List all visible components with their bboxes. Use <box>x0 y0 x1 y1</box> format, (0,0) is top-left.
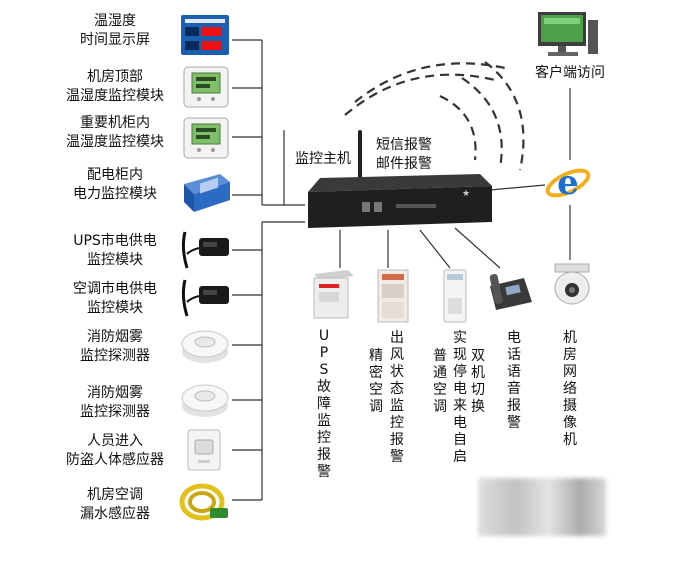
mains-sensor-icon <box>181 231 229 269</box>
water-leak-sensor-icon <box>179 483 228 521</box>
computer-icon <box>538 12 598 56</box>
left-label-2: 机房顶部温湿度监控模块 <box>66 69 164 104</box>
bottom-label-auto-restart: 实现停电来电自启 <box>453 330 467 465</box>
alerts-label: 短信报警邮件报警 <box>376 137 432 172</box>
svg-text:★: ★ <box>462 189 470 199</box>
temp-humidity-module-icon <box>183 66 229 108</box>
left-label-6: 空调市电供电监控模块 <box>73 281 157 316</box>
bottom-label-dual-switch: 双机切换 <box>471 348 485 415</box>
left-label-4: 配电柜内电力监控模块 <box>73 167 157 202</box>
left-label-7: 消防烟雾监控探测器 <box>80 329 150 364</box>
client-label: 客户端访问 <box>535 65 605 81</box>
left-label-9: 人员进入防盗人体感应器 <box>66 433 164 468</box>
svg-text:e: e <box>557 163 579 203</box>
bottom-label-ups: UPS故障监控报警 <box>317 328 331 480</box>
power-module-icon <box>184 174 230 212</box>
normal-ac-icon <box>443 269 467 323</box>
bottom-label-phone-alarm: 电话语音报警 <box>507 330 521 431</box>
monitoring-host-icon: ★ <box>308 130 492 228</box>
mains-sensor-icon <box>181 279 229 317</box>
temp-humidity-module-icon <box>183 117 229 159</box>
watermark-blur <box>478 478 606 536</box>
smoke-detector-icon <box>181 330 229 363</box>
ups-icon <box>313 270 354 319</box>
led-display-icon <box>181 15 229 55</box>
telephone-icon <box>489 274 532 310</box>
camera-icon <box>554 263 590 305</box>
left-label-5: UPS市电供电监控模块 <box>73 233 157 268</box>
left-label-3: 重要机柜内温湿度监控模块 <box>66 115 164 150</box>
precision-ac-icon <box>377 269 409 323</box>
bottom-label-normal-ac: 普通空调 <box>433 348 447 415</box>
ie-browser-icon: e <box>545 163 591 203</box>
left-label-10: 机房空调漏水感应器 <box>80 487 150 522</box>
bottom-label-precision-ac: 精密空调 <box>369 348 383 415</box>
motion-sensor-icon <box>187 429 221 471</box>
left-label-1: 温湿度时间显示屏 <box>80 13 150 48</box>
smoke-detector-icon <box>181 384 229 417</box>
left-label-8: 消防烟雾监控探测器 <box>80 385 150 420</box>
bottom-label-camera: 机房网络摄像机 <box>563 330 577 448</box>
bottom-label-airflow: 出风状态监控报警 <box>390 330 404 465</box>
host-label: 监控主机 <box>295 151 351 167</box>
